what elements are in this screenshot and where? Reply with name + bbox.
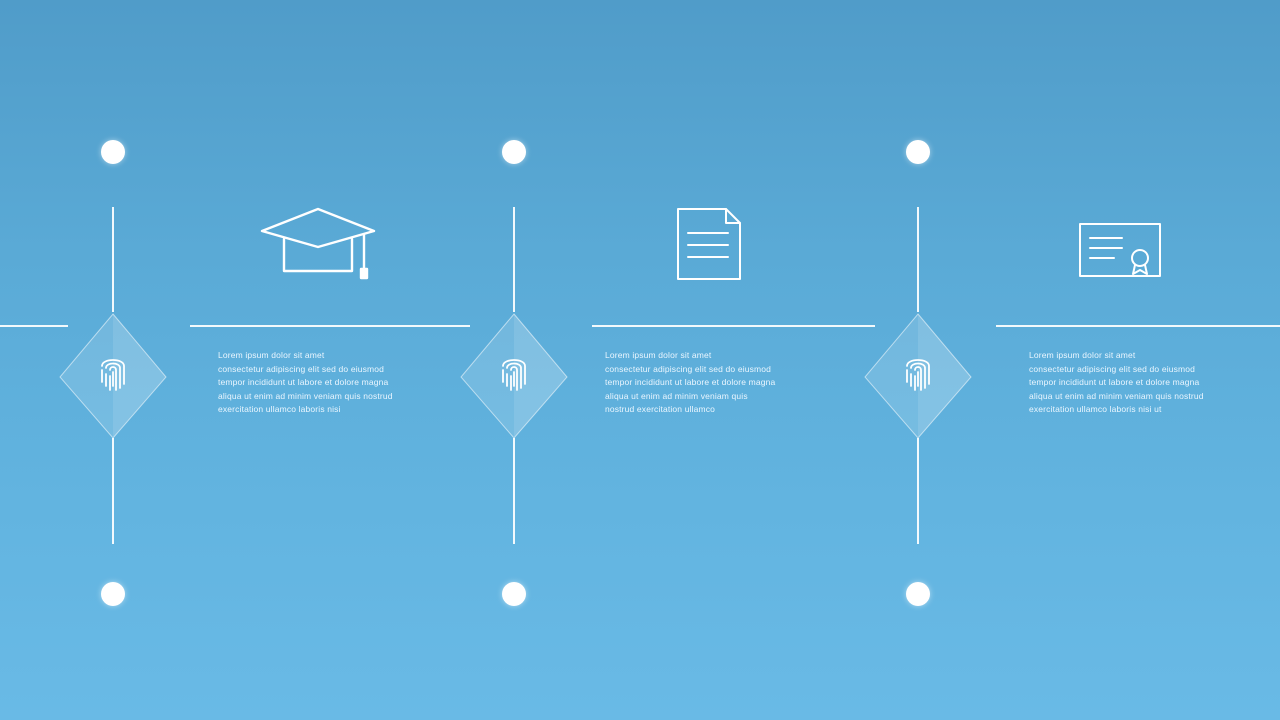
endpoint-dot-bottom [906,582,930,606]
text-line: Lorem ipsum dolor sit amet [218,350,325,360]
text-line: aliqua ut enim ad minim veniam quis nost… [1029,390,1204,401]
text-line: exercitation ullamco laboris nisi ut [1029,404,1162,414]
text-line: consectetur adipiscing elit sed do eiusm… [1029,363,1196,374]
connector-line [0,325,68,327]
connector-line [996,325,1280,327]
text-line: consectetur adipiscing elit sed do eiusm… [605,363,772,374]
vertical-line-bottom [917,438,919,544]
fingerprint-icon [497,350,531,399]
vertical-line-top [513,207,515,312]
text-line: consectetur adipiscing elit sed do eiusm… [218,363,385,374]
vertical-line-bottom [513,438,515,544]
vertical-line-top [917,207,919,312]
endpoint-dot-top [502,140,526,164]
step-description: Lorem ipsum dolor sit amet consectetur a… [605,349,819,417]
step-description: Lorem ipsum dolor sit amet consectetur a… [1029,349,1243,417]
graduation-cap-icon [260,205,378,288]
text-line: exercitation ullamco laboris nisi [218,404,341,414]
fingerprint-icon [96,350,130,399]
endpoint-dot-bottom [101,582,125,606]
connector-line [190,325,470,327]
text-line: nostrud exercitation ullamco [605,404,716,414]
document-icon [676,207,742,288]
endpoint-dot-bottom [502,582,526,606]
text-line: Lorem ipsum dolor sit amet [605,350,712,360]
certificate-icon [1078,222,1162,285]
vertical-line-bottom [112,438,114,544]
connector-line [592,325,875,327]
text-line: tempor incididunt ut labore et dolore ma… [1029,377,1200,387]
text-line: tempor incididunt ut labore et dolore ma… [605,377,776,387]
text-line: aliqua ut enim ad minim veniam quis nost… [218,390,393,401]
step-description: Lorem ipsum dolor sit amet consectetur a… [218,349,432,417]
text-line: tempor incididunt ut labore et dolore ma… [218,377,389,387]
endpoint-dot-top [906,140,930,164]
fingerprint-icon [901,350,935,399]
endpoint-dot-top [101,140,125,164]
vertical-line-top [112,207,114,312]
text-line: aliqua ut enim ad minim veniam quis [605,390,748,401]
text-line: Lorem ipsum dolor sit amet [1029,350,1136,360]
